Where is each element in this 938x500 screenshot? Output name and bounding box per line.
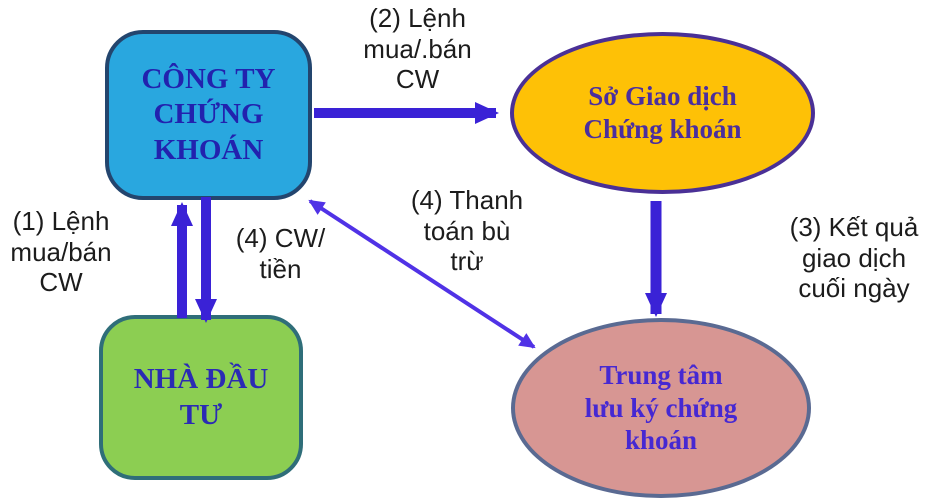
- label-step4-cw-money: (4) CW/ tiền: [235, 223, 326, 284]
- stock-exchange-label: Sở Giao dịch Chứng khoán: [583, 81, 742, 144]
- label-step4-clearing: (4) Thanh toán bù trừ: [410, 185, 524, 277]
- depository-center-label: Trung tâm lưu ký chứng khoán: [584, 359, 738, 456]
- label-step1-buy-sell-order: (1) Lệnh mua/bán CW: [10, 206, 112, 298]
- investor-label: NHÀ ĐẦU TƯ: [133, 363, 269, 431]
- securities-company-node: CÔNG TY CHỨNG KHOÁN: [105, 30, 312, 200]
- investor-node: NHÀ ĐẦU TƯ: [99, 315, 303, 480]
- stock-exchange-node: Sở Giao dịch Chứng khoán: [510, 32, 815, 194]
- label-step3-eod-results: (3) Kết quả giao dịch cuối ngày: [789, 212, 919, 304]
- label-step2-order-to-exchange: (2) Lệnh mua/.bán CW: [363, 3, 472, 95]
- depository-center-node: Trung tâm lưu ký chứng khoán: [511, 318, 811, 498]
- securities-company-label: CÔNG TY CHỨNG KHOÁN: [141, 62, 276, 166]
